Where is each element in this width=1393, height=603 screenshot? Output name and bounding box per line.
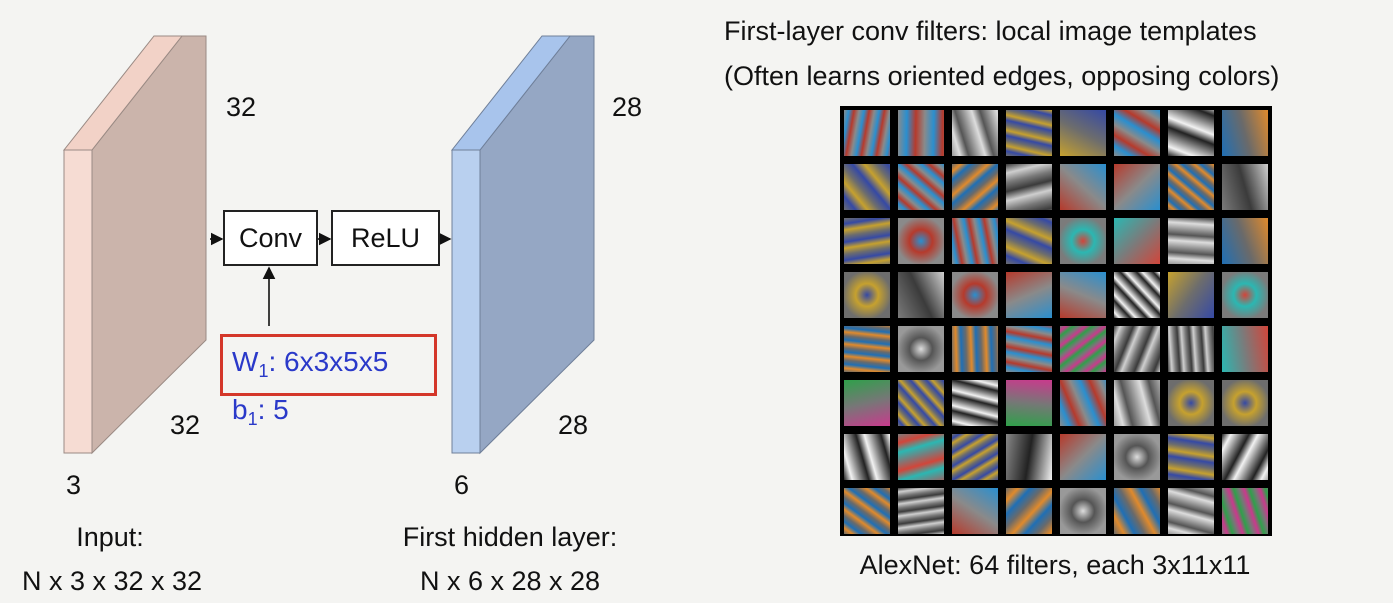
filter-tile [898, 434, 944, 480]
relu-block: ReLU [331, 210, 440, 266]
filter-tile [898, 380, 944, 426]
input-depth-label: 3 [66, 470, 82, 500]
filter-tile [898, 110, 944, 156]
input-caption-line1: Input: [76, 522, 144, 552]
filter-tile [898, 218, 944, 264]
filter-tile [1114, 218, 1160, 264]
filter-tile [844, 326, 890, 372]
filter-tile [1168, 326, 1214, 372]
filter-tile [844, 218, 890, 264]
volumes-svg [62, 35, 595, 455]
filter-tile [1114, 326, 1160, 372]
filter-tile [1006, 110, 1052, 156]
filter-tile [844, 110, 890, 156]
filter-tile [898, 164, 944, 210]
input-width-label: 32 [170, 410, 201, 440]
hidden-caption-line2: N x 6 x 28 x 28 [419, 566, 601, 596]
input-caption-line2: N x 3 x 32 x 32 [21, 566, 203, 596]
filter-tile [1006, 272, 1052, 318]
filter-tile [1222, 380, 1268, 426]
weights-highlight-box [220, 334, 437, 396]
conv-block: Conv [223, 210, 318, 266]
filter-tile [844, 164, 890, 210]
filter-tile [1060, 326, 1106, 372]
filter-tile [952, 380, 998, 426]
filter-tile [1060, 488, 1106, 534]
filter-tile [952, 218, 998, 264]
filter-tile [952, 110, 998, 156]
filter-tile [1006, 218, 1052, 264]
filter-tile [1168, 164, 1214, 210]
filter-tile [1114, 110, 1160, 156]
filter-tile [1006, 326, 1052, 372]
filter-tile [1168, 110, 1214, 156]
filter-tile [1168, 380, 1214, 426]
filter-grid [840, 106, 1272, 536]
hidden-volume-face [451, 149, 481, 454]
weights-w-label: W1: 6x3x5x5 [232, 346, 389, 381]
input-height-label: 32 [226, 92, 257, 122]
filter-tile [952, 164, 998, 210]
filter-tile [1060, 218, 1106, 264]
hidden-width-label: 28 [558, 410, 589, 440]
filter-tile [1168, 218, 1214, 264]
filter-tile [952, 434, 998, 480]
hidden-height-label: 28 [612, 92, 643, 122]
filter-tile [1060, 110, 1106, 156]
filter-tile [1060, 272, 1106, 318]
weights-b-label: b1: 5 [232, 394, 289, 429]
filter-tile [1222, 326, 1268, 372]
filter-tile [898, 488, 944, 534]
filter-tile [898, 272, 944, 318]
filter-tile [844, 434, 890, 480]
filter-tile [1222, 164, 1268, 210]
filter-tile [1114, 164, 1160, 210]
filter-tile [1222, 434, 1268, 480]
filter-tile [844, 380, 890, 426]
filter-tile [1114, 488, 1160, 534]
filter-tile [1222, 110, 1268, 156]
filters-title-line2: (Often learns oriented edges, opposing c… [724, 61, 1280, 91]
filter-tile [1060, 380, 1106, 426]
filter-tile [952, 272, 998, 318]
filter-tile [1114, 380, 1160, 426]
filter-tile [952, 326, 998, 372]
filters-caption: AlexNet: 64 filters, each 3x11x11 [859, 550, 1251, 580]
filter-tile [1114, 272, 1160, 318]
filter-tile [1060, 164, 1106, 210]
filter-tile [898, 326, 944, 372]
filter-tile [1060, 434, 1106, 480]
filter-tile [1006, 434, 1052, 480]
filter-tile [1168, 434, 1214, 480]
hidden-depth-label: 6 [454, 470, 470, 500]
filter-tile [1222, 488, 1268, 534]
filter-tile [1168, 488, 1214, 534]
filter-tile [844, 272, 890, 318]
filter-tile [1114, 434, 1160, 480]
filter-tile [844, 488, 890, 534]
filter-tile [1168, 272, 1214, 318]
filter-tile [1222, 272, 1268, 318]
input-volume-face [63, 149, 93, 454]
filter-tile [1006, 380, 1052, 426]
filter-tile [1006, 488, 1052, 534]
filter-tile [1006, 164, 1052, 210]
filters-title-line1: First-layer conv filters: local image te… [724, 16, 1257, 46]
hidden-caption-line1: First hidden layer: [402, 522, 618, 552]
filter-tile [952, 488, 998, 534]
filter-tile [1222, 218, 1268, 264]
